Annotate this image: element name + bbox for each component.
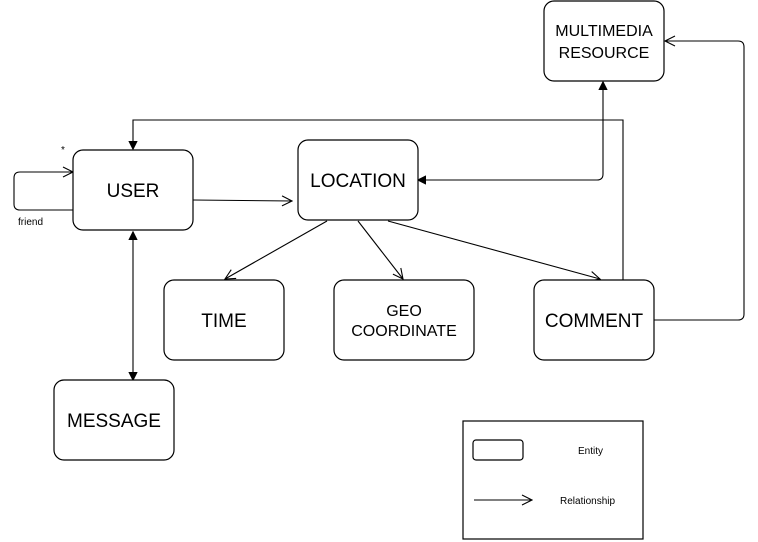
node-geo-label-line2: COORDINATE — [351, 323, 456, 340]
node-user-label: USER — [107, 181, 160, 202]
node-comment-label: COMMENT — [545, 311, 644, 332]
node-time-label: TIME — [201, 311, 246, 332]
edge-comment-user — [133, 119, 624, 280]
node-message-label: MESSAGE — [67, 411, 161, 432]
node-multimedia-label-line2: RESOURCE — [559, 45, 650, 62]
node-location: LOCATION — [297, 139, 419, 221]
edge-comment-multimedia — [653, 41, 745, 321]
legend-entity-swatch — [472, 439, 524, 461]
node-message: MESSAGE — [53, 379, 175, 461]
node-multimedia-resource: MULTIMEDIA RESOURCE — [543, 0, 665, 82]
edge-user-friend-loop — [13, 172, 73, 211]
node-location-label: LOCATION — [310, 171, 406, 192]
edge-location-geo — [357, 220, 403, 279]
legend: Entity Relationship — [462, 420, 644, 540]
legend-entity-label: Entity — [578, 446, 603, 457]
self-loop-multiplicity: * — [61, 145, 65, 156]
node-geo-coordinate: GEO COORDINATE — [333, 279, 475, 361]
node-user: USER — [72, 149, 194, 231]
legend-relationship-label: Relationship — [560, 496, 615, 507]
node-geo-label-line1: GEO — [386, 303, 422, 320]
edge-user-location — [192, 200, 292, 201]
edge-location-multimedia — [418, 82, 603, 180]
legend-frame — [462, 420, 644, 540]
edge-location-time — [225, 220, 328, 279]
node-multimedia-label-line1: MULTIMEDIA — [555, 23, 653, 40]
node-comment: COMMENT — [533, 279, 655, 361]
self-loop-label: friend — [18, 217, 43, 228]
node-time: TIME — [163, 279, 285, 361]
edge-location-comment — [387, 220, 600, 279]
